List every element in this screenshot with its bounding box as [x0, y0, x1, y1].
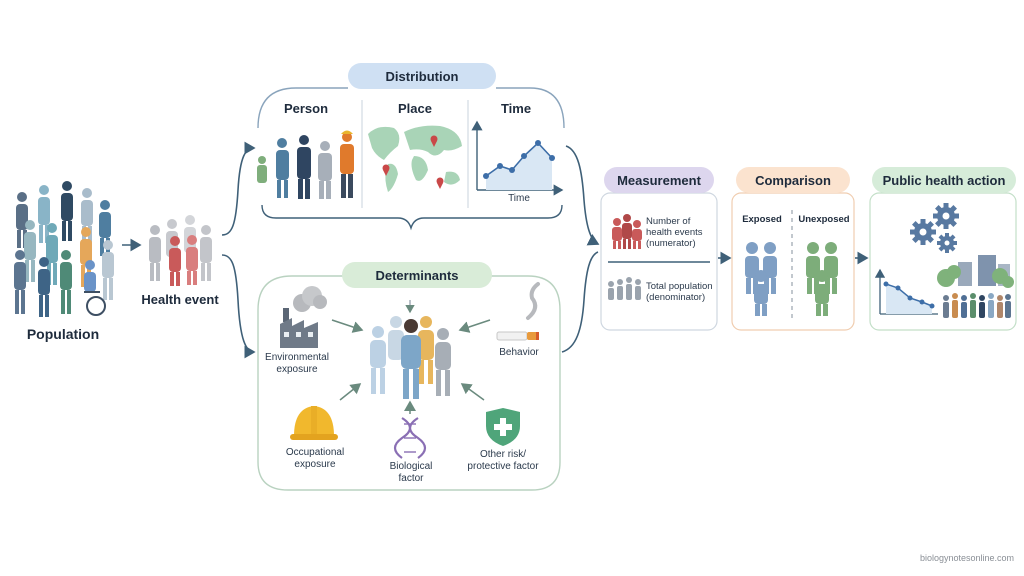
- comparison-title: Comparison: [736, 167, 850, 193]
- comparison-box: [731, 192, 855, 331]
- factory-icon: [280, 286, 327, 348]
- arrow-to-determinants: [221, 254, 256, 359]
- health-event-group: [149, 215, 212, 286]
- person-icon: [257, 156, 267, 183]
- health-event-label: Health event: [141, 292, 219, 307]
- gear-icon: [910, 203, 959, 253]
- location-pin-icon: [430, 135, 438, 147]
- other-factor-label: Other risk/protective factor: [467, 449, 539, 472]
- cigarette-icon: [496, 282, 540, 341]
- distribution-panel: [257, 87, 565, 231]
- person-label: Person: [283, 101, 329, 116]
- wheelchair-icon: [84, 291, 106, 316]
- measurement-box: [600, 192, 718, 331]
- exposed-label: Exposed: [742, 214, 782, 225]
- measurement-title: Measurement: [604, 167, 714, 193]
- tree-icon: [937, 265, 1014, 288]
- hard-hat-icon: [290, 406, 338, 440]
- person-icon: [370, 316, 451, 399]
- time-axis-label: Time: [508, 193, 530, 204]
- line-chart-icon: [874, 268, 938, 315]
- dna-icon: [393, 417, 427, 459]
- arrow-to-distribution: [221, 141, 256, 236]
- place-label: Place: [398, 101, 432, 116]
- population-label: Population: [26, 326, 100, 342]
- determinants-title: Determinants: [342, 262, 492, 288]
- line-chart-icon: [471, 120, 564, 196]
- world-map-icon: [368, 125, 462, 192]
- denominator-label: Total population(denominator): [646, 281, 713, 303]
- community-crowd: [943, 293, 1011, 318]
- location-pin-icon: [436, 177, 444, 189]
- time-label: Time: [500, 101, 532, 116]
- population-crowd: [14, 181, 114, 317]
- determinants-panel: [257, 275, 561, 491]
- behavior-label: Behavior: [499, 347, 539, 358]
- location-pin-icon: [382, 164, 390, 176]
- action-box: [869, 192, 1017, 331]
- watermark: biologynotesonline.com: [919, 553, 1014, 563]
- distribution-title: Distribution: [348, 63, 496, 89]
- shield-plus-icon: [486, 408, 520, 446]
- action-title: Public health action: [872, 167, 1016, 193]
- unexposed-label: Unexposed: [798, 214, 850, 225]
